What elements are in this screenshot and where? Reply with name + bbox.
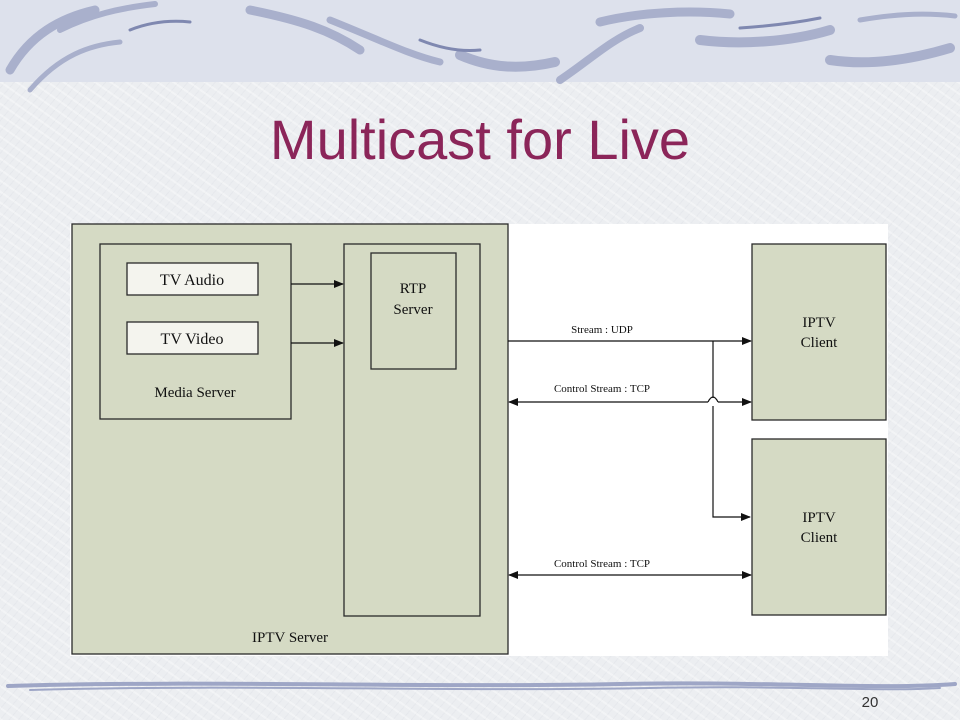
page-number: 20 xyxy=(861,694,879,711)
iptv-client-1-line1: IPTV xyxy=(802,315,836,331)
bottom-decoration xyxy=(6,681,957,691)
rtp-server-label-line2: Server xyxy=(393,302,432,318)
tv-video-box xyxy=(126,321,259,355)
tv-audio-label: TV Audio xyxy=(160,272,224,289)
control-stream-label-2: Control Stream : TCP xyxy=(554,558,650,570)
rtp-server-box xyxy=(370,252,457,370)
slide-title: Multicast for Live xyxy=(269,108,691,171)
iptv-server-label: IPTV Server xyxy=(252,630,328,646)
iptv-client-1-line2: Client xyxy=(801,335,838,351)
stream-udp-branch xyxy=(712,341,750,517)
stream-udp-branch-hop xyxy=(707,396,719,403)
iptv-client-2-line1: IPTV xyxy=(802,510,836,526)
iptv-client-box-2 xyxy=(751,438,887,616)
media-server-label: Media Server xyxy=(154,385,235,401)
iptv-client-2-line2: Client xyxy=(801,530,838,546)
iptv-client-box-1 xyxy=(751,243,887,421)
top-decoration xyxy=(0,0,960,93)
tv-video-label: TV Video xyxy=(161,331,224,348)
tv-audio-box xyxy=(126,262,259,296)
rtp-server-label-line1: RTP xyxy=(400,281,427,297)
control-stream-label-1: Control Stream : TCP xyxy=(554,383,650,395)
stream-udp-label: Stream : UDP xyxy=(571,324,633,336)
